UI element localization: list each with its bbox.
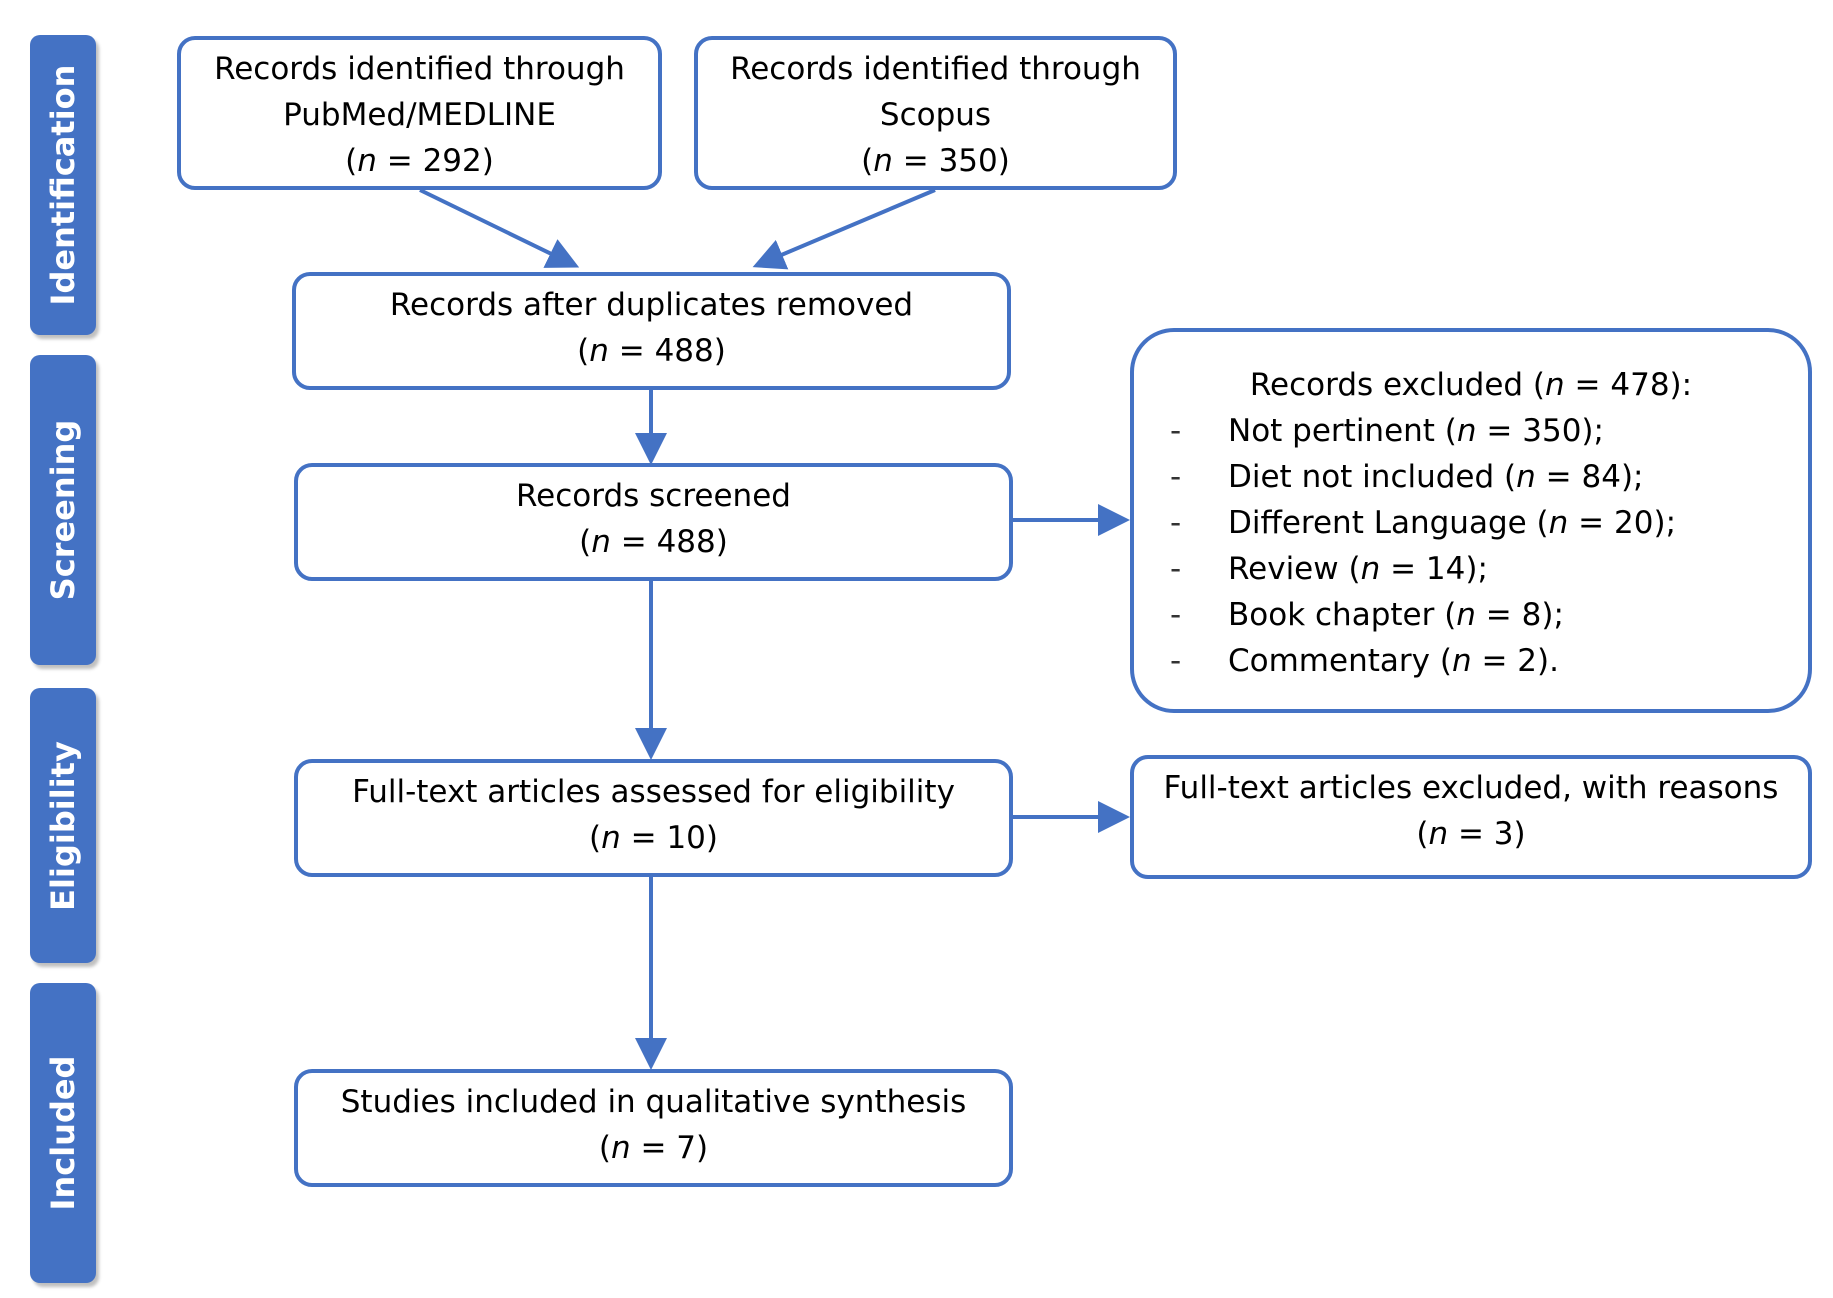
count-label: (n = 7) [598,1130,709,1166]
count-label: (n = 292) [345,143,494,179]
list-item: -Book chapter (n = 8); [1170,597,1564,633]
stage-label: Identification [44,64,82,306]
box-text: PubMed/MEDLINE [283,97,556,133]
box-text: Full-text articles excluded, with reason… [1163,770,1779,806]
box-text: Studies included in qualitative synthesi… [340,1084,967,1120]
exclusion-reasons-list: -Not pertinent (n = 350); -Diet not incl… [1170,408,1808,684]
list-item: -Not pertinent (n = 350); [1170,413,1604,449]
box-text: Records after duplicates removed [389,287,914,323]
stage-label: Eligibility [44,740,82,911]
stage-eligibility: Eligibility [30,688,96,963]
arrow-scopus-to-duplicates [752,188,936,270]
records-excluded-box: Records excluded (n = 478): -Not pertine… [1130,328,1812,713]
arrow-pubmed-to-duplicates [419,188,580,268]
box-text: Full-text articles assessed for eligibil… [352,774,955,810]
stage-included: Included [30,983,96,1283]
stage-label: Included [44,1055,82,1211]
count-label: (n = 3) [1416,816,1526,852]
excluded-title: Records excluded (n = 478): [1249,367,1693,403]
duplicates-removed-box: Records after duplicates removed (n = 48… [292,272,1011,390]
count-label: (n = 10) [588,820,718,856]
list-item: -Diet not included (n = 84); [1170,459,1644,495]
count-label: (n = 488) [577,333,726,369]
records-screened-box: Records screened (n = 488) [294,463,1013,581]
stage-label: Screening [44,419,82,601]
box-text: Records identified through [730,51,1141,87]
count-label: (n = 488) [579,524,728,560]
list-item: -Commentary (n = 2). [1170,643,1559,679]
box-text: Records identified through [214,51,625,87]
scopus-records-box: Records identified through Scopus (n = 3… [694,36,1177,190]
list-item: -Review (n = 14); [1170,551,1488,587]
stage-identification: Identification [30,35,96,335]
box-text: Scopus [879,97,992,133]
fulltext-excluded-box: Full-text articles excluded, with reason… [1130,755,1812,879]
list-item: -Different Language (n = 20); [1170,505,1677,541]
stage-screening: Screening [30,355,96,665]
studies-included-box: Studies included in qualitative synthesi… [294,1069,1013,1187]
pubmed-records-box: Records identified through PubMed/MEDLIN… [177,36,662,190]
fulltext-assessed-box: Full-text articles assessed for eligibil… [294,759,1013,877]
count-label: (n = 350) [861,143,1010,179]
box-text: Records screened [516,478,791,514]
